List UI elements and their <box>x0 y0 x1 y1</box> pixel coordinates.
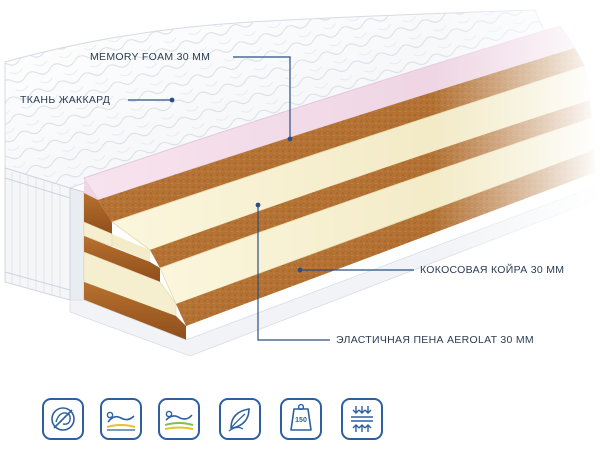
leader-dot-elastic <box>255 202 261 208</box>
leader-memory-foam <box>233 56 291 138</box>
leader-lines <box>128 56 414 341</box>
label-elastic-foam: ЭЛАСТИЧНАЯ ПЕНА AEROLAT 30 ММ <box>336 334 534 346</box>
leader-dot-fabric <box>169 97 175 103</box>
leader-elastic-foam <box>257 205 330 341</box>
leader-dot-memory <box>287 136 293 142</box>
label-fabric: ТКАНЬ ЖАККАРД <box>20 94 111 106</box>
leader-dot-coconut <box>297 267 303 273</box>
label-coconut-coir: КОКОСОВАЯ КОЙРА 30 ММ <box>420 264 565 276</box>
label-memory-foam: MEMORY FOAM 30 MM <box>90 51 211 63</box>
